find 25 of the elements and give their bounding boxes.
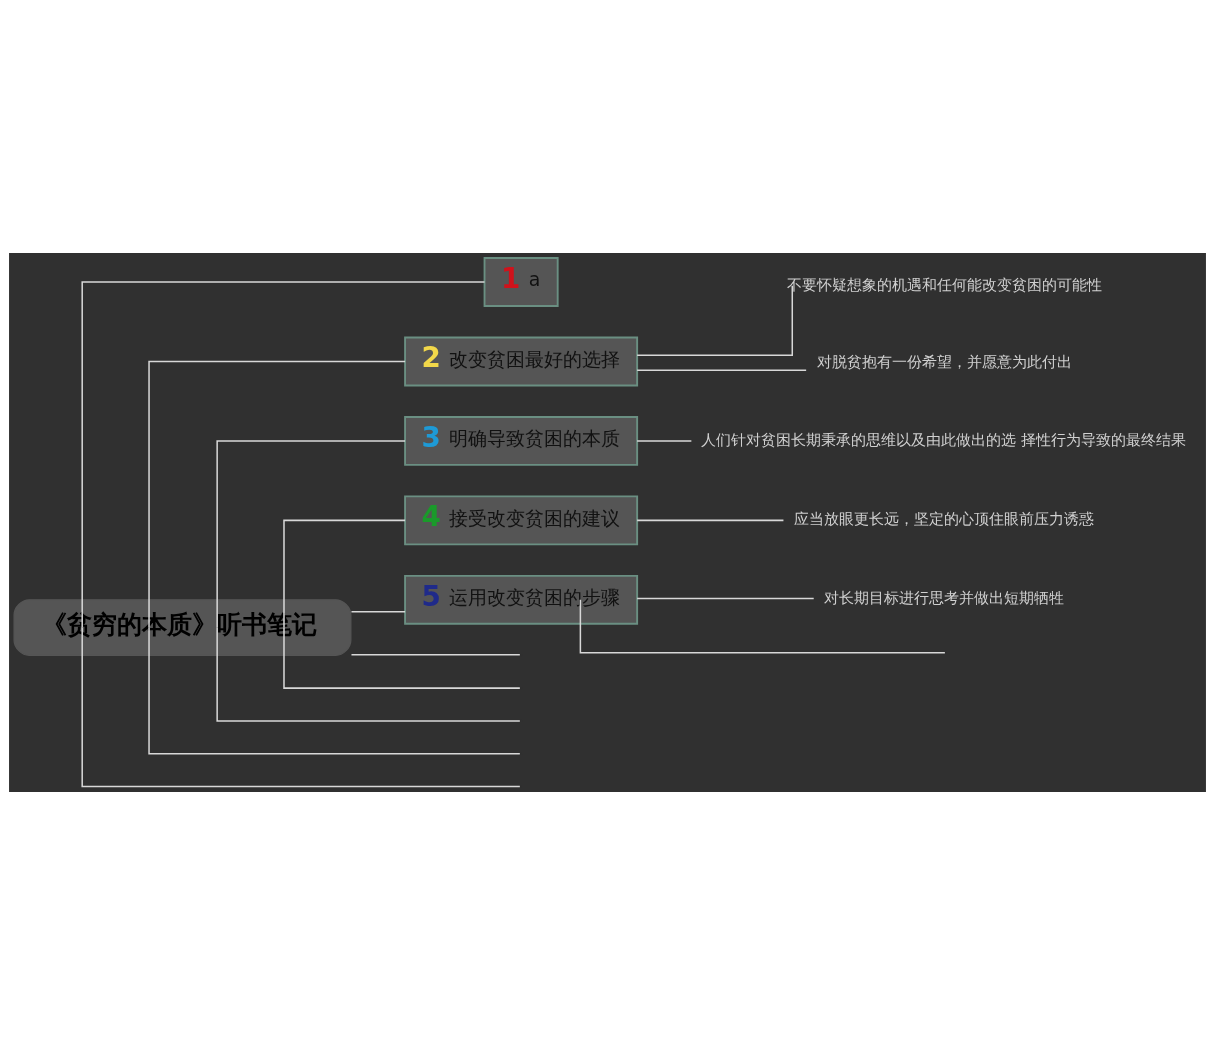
node-text: 不要怀疑想象的机遇和任何能改变贫困的可能性 <box>786 275 1102 294</box>
node-text: 对脱贫抱有一份希望，并愿意为此付出 <box>816 352 1072 371</box>
node-box: 1 a <box>483 256 559 307</box>
connector <box>636 519 785 521</box>
connector <box>283 626 521 689</box>
connector <box>216 439 406 628</box>
node-text: 人们针对贫困长期秉承的思维以及由此做出的选 择性行为导致的最终结果 <box>701 430 1187 449</box>
connector <box>579 598 946 654</box>
node-text: 对长期目标进行思考并做出短期牺牲 <box>824 587 1065 606</box>
connector <box>148 626 521 754</box>
connector <box>350 610 406 613</box>
connector <box>636 597 815 599</box>
connector <box>350 653 521 655</box>
connector <box>81 280 486 628</box>
connector <box>148 360 406 628</box>
connector <box>636 284 794 356</box>
node-box: 4 接受改变贫困的建议 <box>404 494 639 545</box>
connector <box>283 519 406 628</box>
connector <box>636 369 807 371</box>
node-box: 3 明确导致贫困的本质 <box>404 415 639 466</box>
connector <box>636 439 693 442</box>
node-box: 2 改变贫困最好的选择 <box>404 336 639 386</box>
connector <box>216 626 521 722</box>
connector <box>81 626 521 787</box>
node-text: 应当放眼更长远，坚定的心顶住眼前压力诱惑 <box>794 509 1095 528</box>
